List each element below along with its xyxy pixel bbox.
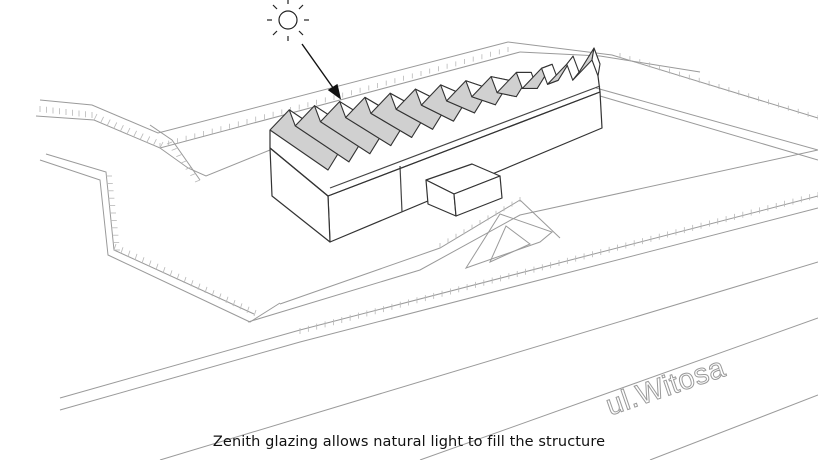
hatch-tick bbox=[239, 303, 243, 310]
hatch-tick bbox=[211, 290, 215, 297]
hatch-tick bbox=[190, 173, 196, 177]
hatch-tick bbox=[127, 250, 131, 257]
arrow-icon bbox=[301, 43, 342, 100]
hatch-tick bbox=[197, 283, 201, 290]
hatch-tick bbox=[218, 293, 222, 300]
hatch-tick bbox=[162, 266, 166, 274]
hatch-tick bbox=[113, 243, 117, 251]
hatch-tick bbox=[159, 141, 164, 149]
hatch-tick bbox=[134, 253, 138, 261]
hatch-tick bbox=[139, 133, 144, 140]
hatch-tick bbox=[253, 309, 257, 317]
hatch-tick bbox=[148, 260, 152, 267]
hatch-tick bbox=[225, 296, 229, 303]
hatch-tick bbox=[106, 119, 111, 126]
embankment-hatching bbox=[39, 47, 818, 334]
hatch-tick bbox=[185, 166, 191, 170]
hatch-tick bbox=[190, 280, 194, 287]
hatch-tick bbox=[180, 160, 187, 164]
roof-tooth bbox=[566, 55, 580, 81]
hatch-tick bbox=[93, 113, 98, 121]
hatch-tick bbox=[194, 179, 201, 183]
hatch-tick bbox=[171, 147, 177, 151]
hatch-tick bbox=[232, 299, 236, 307]
hatch-tick bbox=[100, 116, 104, 123]
hatch-tick bbox=[176, 273, 180, 280]
hatch-tick bbox=[120, 247, 124, 254]
annex-volume bbox=[425, 163, 503, 217]
zenith-glazing-roof bbox=[269, 47, 601, 171]
hatch-tick bbox=[155, 263, 159, 270]
sun-icon bbox=[267, 0, 309, 41]
hatch-tick bbox=[166, 141, 173, 145]
roof-tooth bbox=[591, 47, 601, 77]
hatch-tick bbox=[126, 127, 131, 135]
hatch-tick bbox=[120, 125, 124, 132]
hatch-tick bbox=[246, 306, 250, 313]
diagram-caption: Zenith glazing allows natural light to f… bbox=[212, 434, 606, 450]
hatch-tick bbox=[113, 122, 118, 129]
hatch-tick bbox=[169, 270, 173, 277]
hatch-tick bbox=[153, 139, 157, 146]
hatch-tick bbox=[146, 136, 151, 143]
hatch-tick bbox=[133, 130, 137, 137]
hatch-tick bbox=[176, 154, 182, 158]
hatch-tick bbox=[141, 257, 145, 264]
hatch-tick bbox=[183, 276, 187, 284]
hatch-tick bbox=[204, 286, 208, 294]
